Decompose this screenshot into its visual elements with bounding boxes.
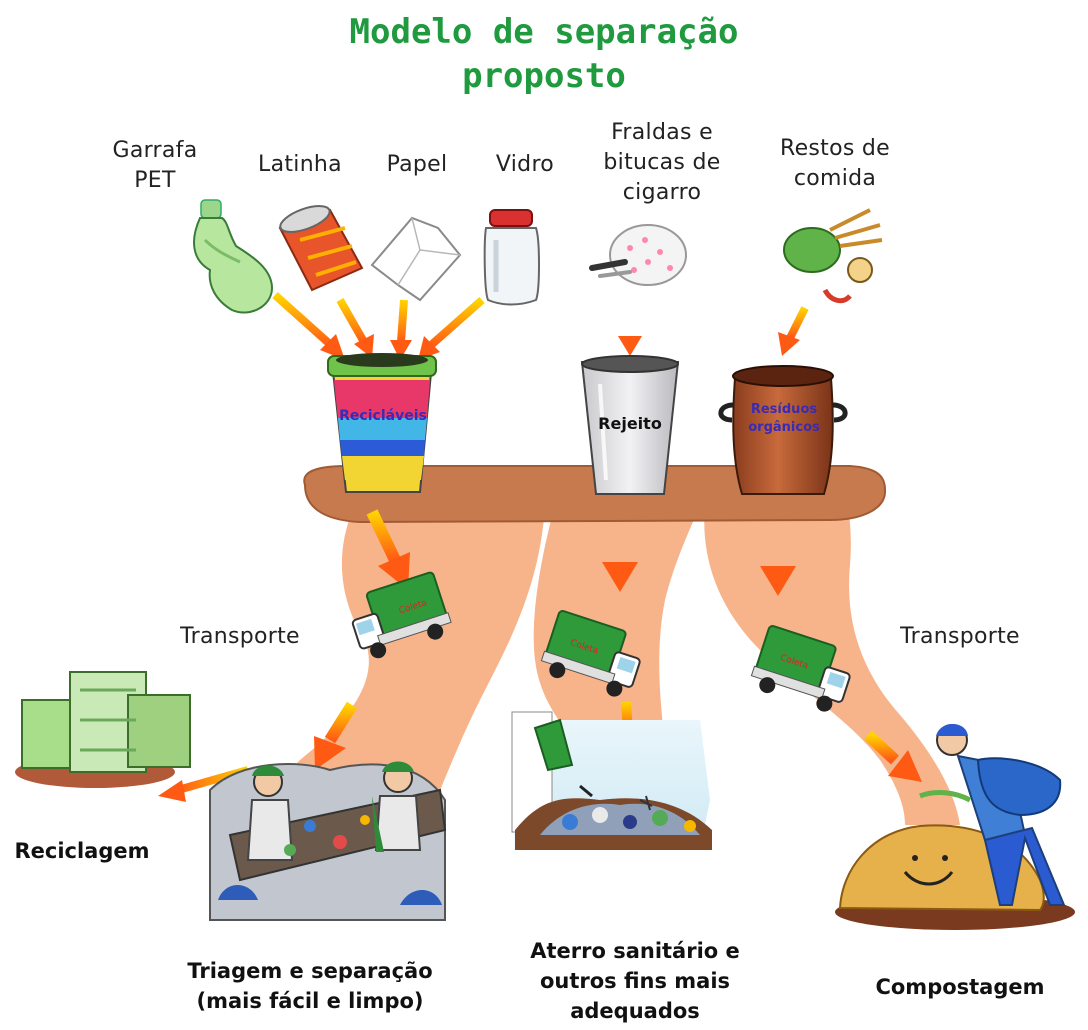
label-fraldas-line3: cigarro	[622, 180, 702, 205]
arrow-truck-to-compost	[863, 730, 922, 782]
glass-jar-icon	[483, 209, 540, 306]
diagram-title-line1: Modelo de separação	[349, 12, 739, 52]
pet-bottle-icon	[193, 199, 274, 314]
label-restos-line2: comida	[793, 166, 877, 191]
sorting-scene-icon	[209, 761, 447, 921]
arrow-diaper-to-rejeito	[618, 302, 642, 356]
paper-icon	[370, 216, 462, 302]
arrow-food-to-organicos	[778, 306, 809, 356]
label-restos-line1: Restos de	[779, 136, 891, 161]
arrow-rejeito-down	[602, 512, 638, 592]
arrow-paper-to-recycle	[390, 299, 412, 360]
arrow-organicos-down	[760, 512, 796, 596]
truck-right-icon: Coleta	[750, 625, 851, 712]
label-pet-line1: Garrafa	[112, 138, 198, 163]
label-pet-line2: PET	[134, 168, 176, 193]
recycle-bin	[327, 353, 437, 493]
label-aterro-line1: Aterro sanitário e	[530, 939, 740, 963]
can-icon	[278, 205, 364, 292]
label-transporte-right: Transporte	[900, 624, 1020, 649]
compost-scene-icon	[835, 724, 1075, 930]
bin-label-rejeito: Rejeito	[598, 414, 662, 433]
arrow-glass-to-recycle	[418, 297, 485, 360]
diagram-title-line2: proposto	[462, 56, 626, 96]
label-vidro: Vidro	[495, 152, 555, 177]
label-transporte-left: Transporte	[180, 624, 300, 649]
organicos-bin	[718, 365, 848, 495]
label-papel: Papel	[386, 152, 448, 177]
label-fraldas-line2: bitucas de	[603, 150, 721, 175]
label-aterro-line3: adequados	[570, 999, 700, 1023]
food-scraps-icon	[783, 208, 883, 304]
arrow-truck-to-triagem	[314, 701, 358, 770]
truck-left-icon: Coleta	[351, 571, 452, 659]
arrow-can-to-recycle	[336, 298, 374, 358]
bin-label-organicos-line1: Resíduos	[750, 402, 818, 417]
truck-middle-icon: Coleta	[540, 610, 641, 697]
bin-label-reciclaveis: Recicláveis	[339, 408, 427, 424]
label-latinha: Latinha	[258, 152, 342, 177]
label-fraldas-line1: Fraldas e	[611, 120, 713, 145]
flow-band-middle	[533, 505, 700, 745]
landfill-scene-icon	[511, 711, 712, 850]
label-triagem-line1: Triagem e separação	[187, 959, 433, 983]
arrow-pet-to-recycle	[272, 292, 345, 360]
flow-band-right	[704, 505, 960, 825]
label-aterro-line2: outros fins mais	[539, 969, 731, 993]
rejeito-bin	[580, 355, 680, 495]
recycled-bales-icon	[15, 671, 191, 788]
bin-label-organicos-line2: orgânicos	[748, 420, 820, 435]
diaper-icon	[589, 224, 687, 286]
label-compostagem: Compostagem	[875, 975, 1045, 999]
label-reciclagem: Reciclagem	[14, 839, 150, 863]
label-triagem-line2: (mais fácil e limpo)	[196, 989, 424, 1013]
